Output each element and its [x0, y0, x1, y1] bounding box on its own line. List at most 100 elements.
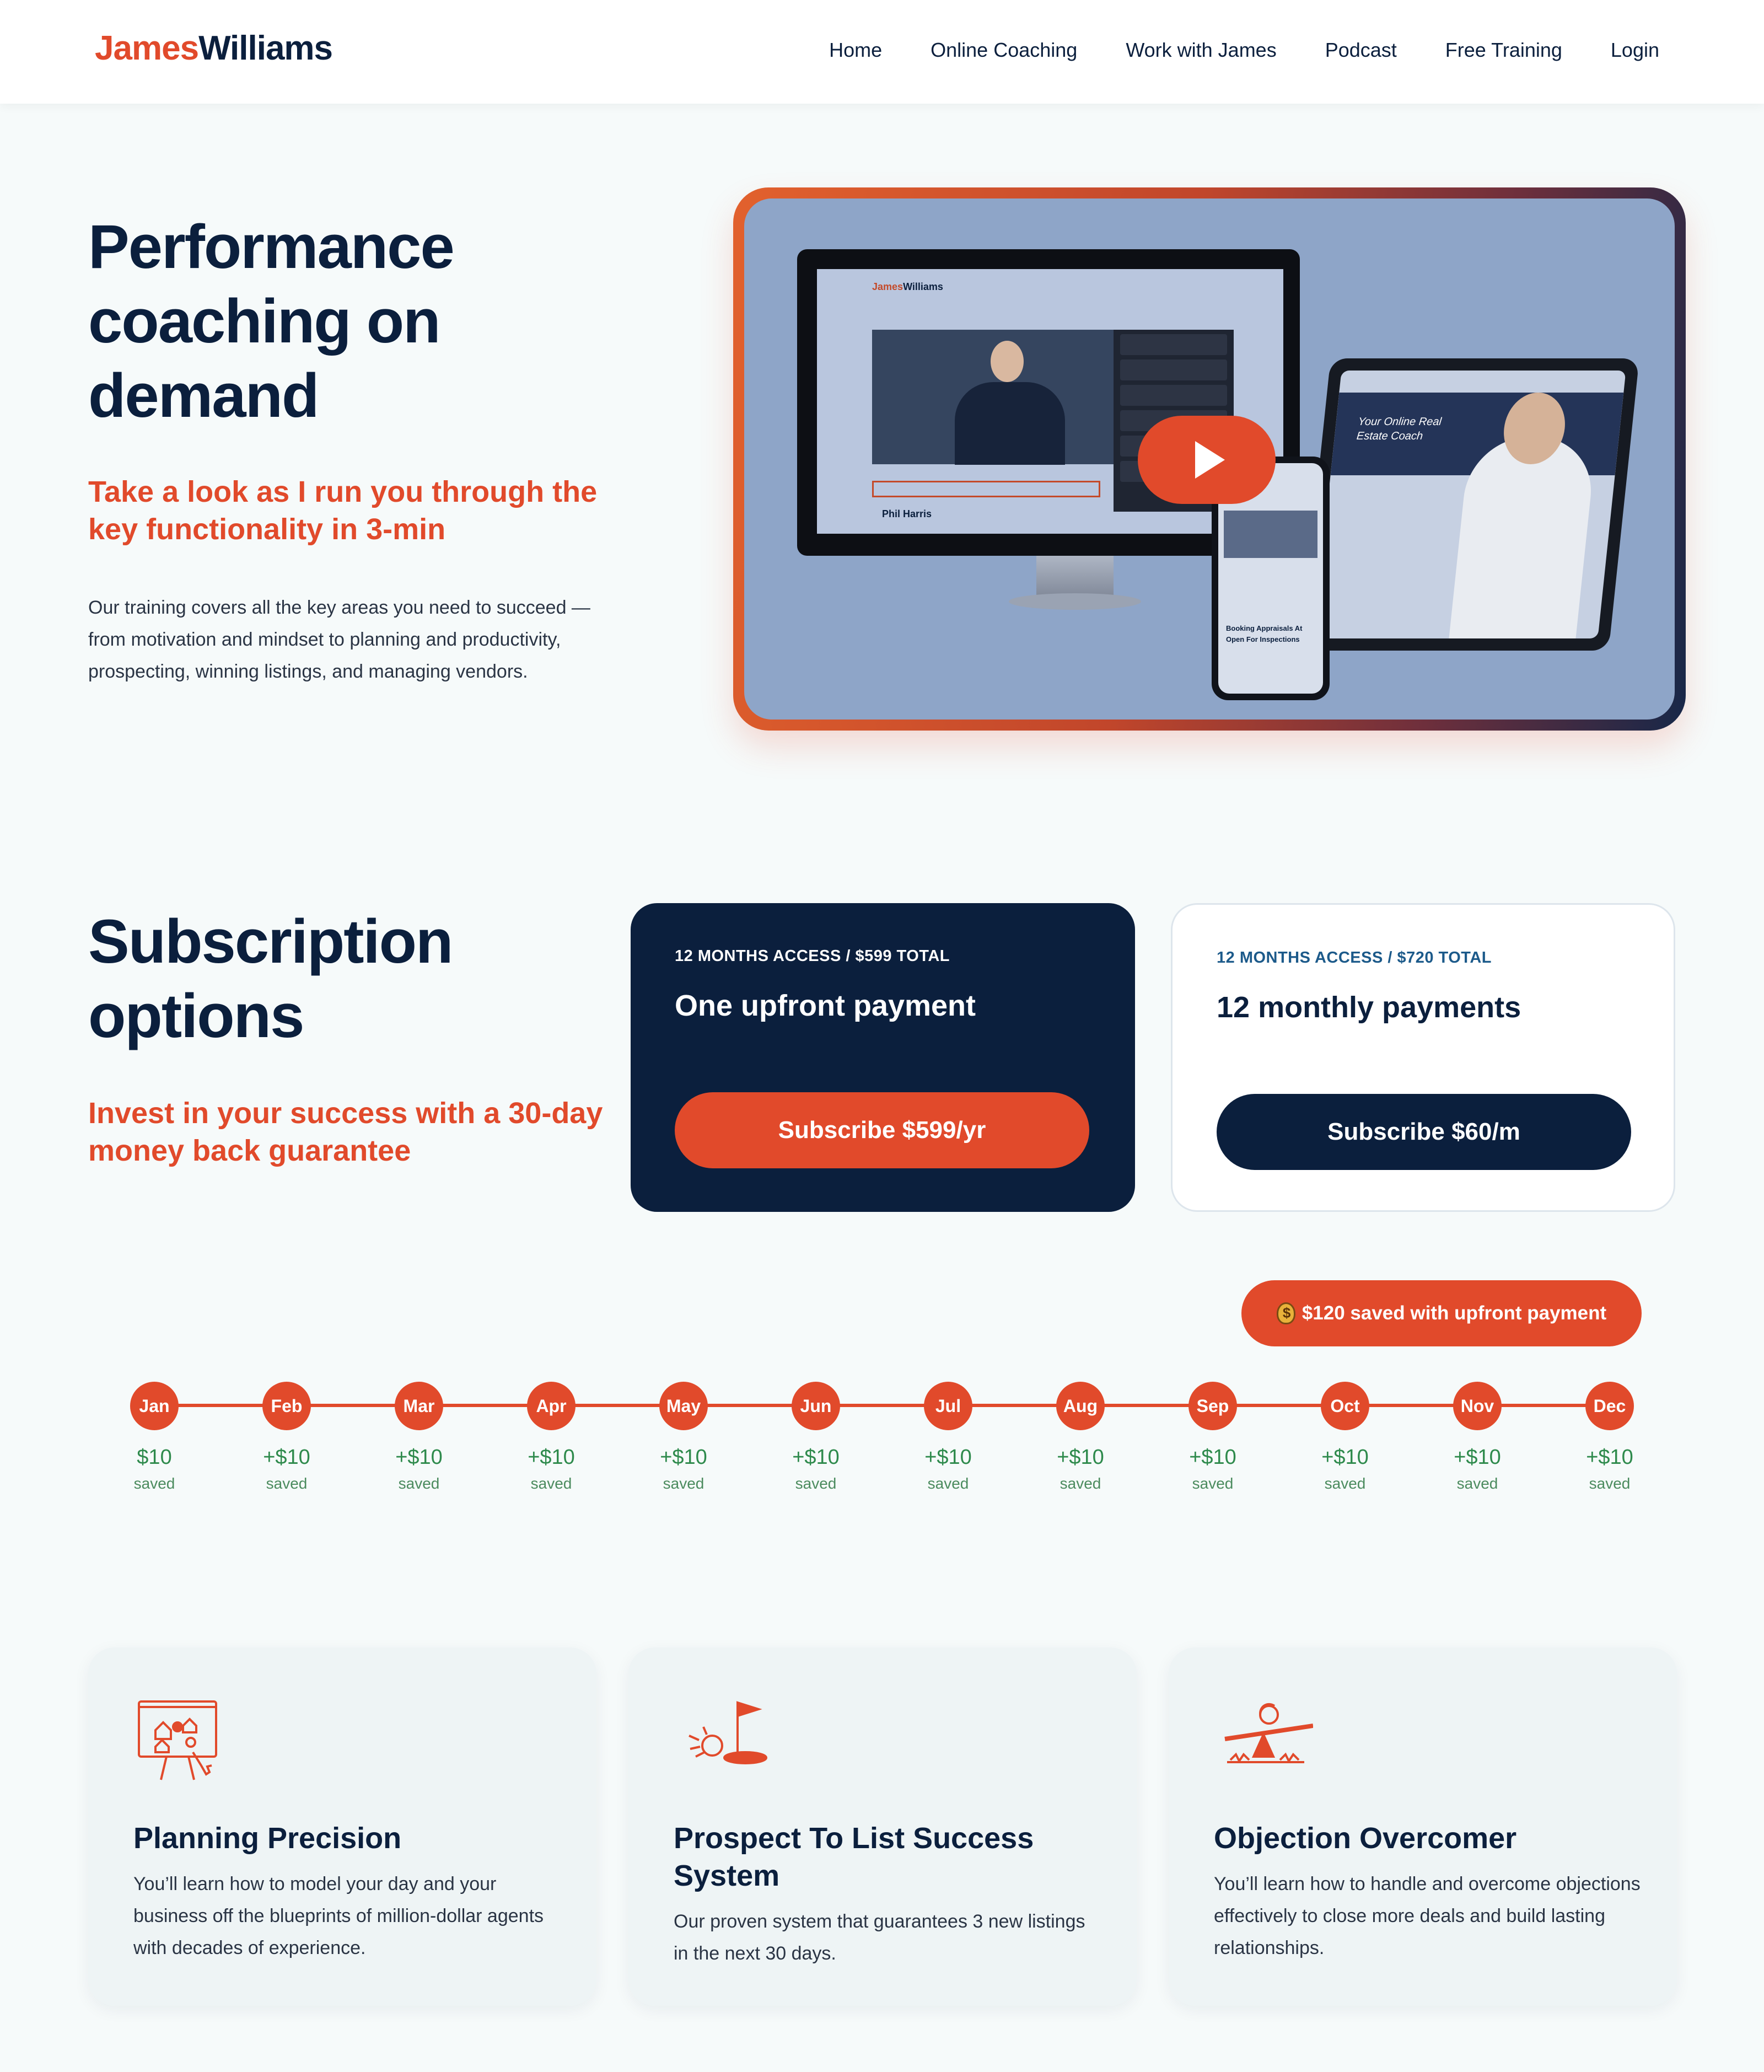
subscription-subtitle: Invest in your success with a 30-day mon… [88, 1097, 603, 1167]
brand-last: Williams [198, 29, 333, 67]
feature-card-objection: Objection Overcomer You’ll learn how to … [1169, 1647, 1677, 2006]
nav-podcast[interactable]: Podcast [1325, 39, 1397, 61]
month-note: saved [1456, 1475, 1498, 1492]
plan-kicker: 12 MONTHS ACCESS / $599 TOTAL [675, 947, 950, 965]
month-amount: +$10 [792, 1446, 840, 1469]
feature-description: You’ll learn how to model your day and y… [133, 1874, 544, 1958]
plan-name: 12 monthly payments [1217, 991, 1521, 1024]
month-marker: Oct [1321, 1382, 1369, 1430]
hero-subtitle: Take a look as I run you through the key… [88, 475, 598, 546]
subscribe-yearly-button[interactable]: Subscribe $599/yr [675, 1092, 1089, 1168]
feature-title: Prospect To List Success System [674, 1822, 1034, 1892]
month-note: saved [663, 1475, 704, 1492]
month-amount: +$10 [1189, 1446, 1236, 1469]
month-marker: Mar [395, 1382, 443, 1430]
feature-description: Our proven system that guarantees 3 new … [674, 1911, 1085, 1964]
main-nav: Home Online Coaching Work with James Pod… [829, 39, 1659, 62]
plan-card-upfront: 12 MONTHS ACCESS / $599 TOTAL One upfron… [631, 903, 1135, 1212]
golf-flag-icon [689, 1701, 767, 1764]
video-player[interactable]: JamesWilliams Phil Harris Your Online Re… [733, 187, 1686, 731]
play-button[interactable] [1138, 416, 1276, 504]
month-amount: +$10 [395, 1446, 443, 1469]
hero-description: Our training covers all the key areas yo… [88, 597, 590, 682]
month-marker: Jul [924, 1382, 972, 1430]
nav-work-with-james[interactable]: Work with James [1126, 39, 1277, 61]
timeline-month: Sep +$10 saved [1158, 1382, 1268, 1493]
nav-online-coaching[interactable]: Online Coaching [931, 39, 1078, 61]
tablet-mockup: Your Online Real Estate Coach [1300, 358, 1639, 651]
nav-login[interactable]: Login [1610, 39, 1659, 61]
month-note: saved [398, 1475, 440, 1492]
tablet-headline: Your Online Real Estate Coach [1356, 416, 1443, 442]
monitor-stand [1036, 556, 1114, 600]
timeline-month: Jan $10 saved [99, 1382, 209, 1493]
month-note: saved [266, 1475, 308, 1492]
month-note: saved [530, 1475, 572, 1492]
timeline-month: May +$10 saved [628, 1382, 739, 1493]
month-amount: +$10 [1586, 1446, 1633, 1469]
month-marker: Jun [792, 1382, 840, 1430]
plan-name: One upfront payment [675, 989, 976, 1022]
month-marker: Feb [262, 1382, 311, 1430]
month-note: saved [927, 1475, 969, 1492]
phone-caption: Booking Appraisals At Open For Inspectio… [1226, 624, 1303, 643]
desktop-screen: JamesWilliams Phil Harris [817, 269, 1283, 534]
savings-timeline-line [154, 1404, 1610, 1407]
brand-first: James [95, 29, 199, 67]
month-amount: +$10 [660, 1446, 707, 1469]
month-amount: +$10 [1454, 1446, 1501, 1469]
timeline-month: Apr +$10 saved [496, 1382, 606, 1493]
month-marker: Aug [1056, 1382, 1105, 1430]
month-amount: +$10 [263, 1446, 310, 1469]
timeline-month: Feb +$10 saved [232, 1382, 342, 1493]
month-marker: May [659, 1382, 708, 1430]
month-marker: Sep [1188, 1382, 1237, 1430]
month-amount: $10 [137, 1446, 172, 1469]
mockup-button [872, 481, 1100, 497]
money-bag-icon [1276, 1302, 1295, 1324]
timeline-month: Mar +$10 saved [364, 1382, 474, 1493]
mockup-presenter-name: Phil Harris [882, 508, 932, 519]
feature-title: Planning Precision [133, 1822, 402, 1855]
month-note: saved [133, 1475, 175, 1492]
subscribe-monthly-button[interactable]: Subscribe $60/m [1217, 1094, 1631, 1170]
month-amount: +$10 [1057, 1446, 1104, 1469]
timeline-month: Jul +$10 saved [893, 1382, 1003, 1493]
month-marker: Nov [1453, 1382, 1502, 1430]
plan-kicker: 12 MONTHS ACCESS / $720 TOTAL [1217, 949, 1492, 967]
brand-logo[interactable]: JamesWilliams [95, 29, 333, 68]
month-note: saved [1589, 1475, 1631, 1492]
month-note: saved [1192, 1475, 1234, 1492]
feature-card-planning: Planning Precision You’ll learn how to m… [88, 1647, 596, 2006]
nav-home[interactable]: Home [829, 39, 883, 61]
month-amount: +$10 [924, 1446, 972, 1469]
month-note: saved [1324, 1475, 1366, 1492]
mockup-logo: JamesWilliams [872, 281, 943, 292]
feature-description: You’ll learn how to handle and overcome … [1214, 1874, 1641, 1958]
seesaw-icon [1224, 1703, 1313, 1763]
play-icon [1195, 441, 1225, 479]
presenter-figure [955, 382, 1065, 465]
month-note: saved [1060, 1475, 1101, 1492]
timeline-month: Aug +$10 saved [1025, 1382, 1136, 1493]
savings-badge: $120 saved with upfront payment [1241, 1280, 1642, 1346]
nav-free-training[interactable]: Free Training [1445, 39, 1562, 61]
hero-title: Performance coaching on demand [88, 212, 455, 430]
planning-board-icon [138, 1700, 217, 1780]
mockup-video-frame [872, 330, 1115, 465]
presenter-head [991, 341, 1024, 382]
site-header: JamesWilliams Home Online Coaching Work … [0, 0, 1764, 104]
savings-badge-text: $120 saved with upfront payment [1302, 1302, 1607, 1324]
desktop-mockup: JamesWilliams Phil Harris [797, 249, 1300, 556]
subscription-title: Subscription options [88, 907, 453, 1050]
monitor-base [1009, 593, 1141, 610]
month-marker: Apr [527, 1382, 576, 1430]
month-marker: Jan [130, 1382, 179, 1430]
timeline-month: Nov +$10 saved [1422, 1382, 1532, 1493]
plan-card-monthly: 12 MONTHS ACCESS / $720 TOTAL 12 monthly… [1171, 903, 1675, 1212]
month-amount: +$10 [528, 1446, 575, 1469]
feature-title: Objection Overcomer [1214, 1822, 1517, 1855]
